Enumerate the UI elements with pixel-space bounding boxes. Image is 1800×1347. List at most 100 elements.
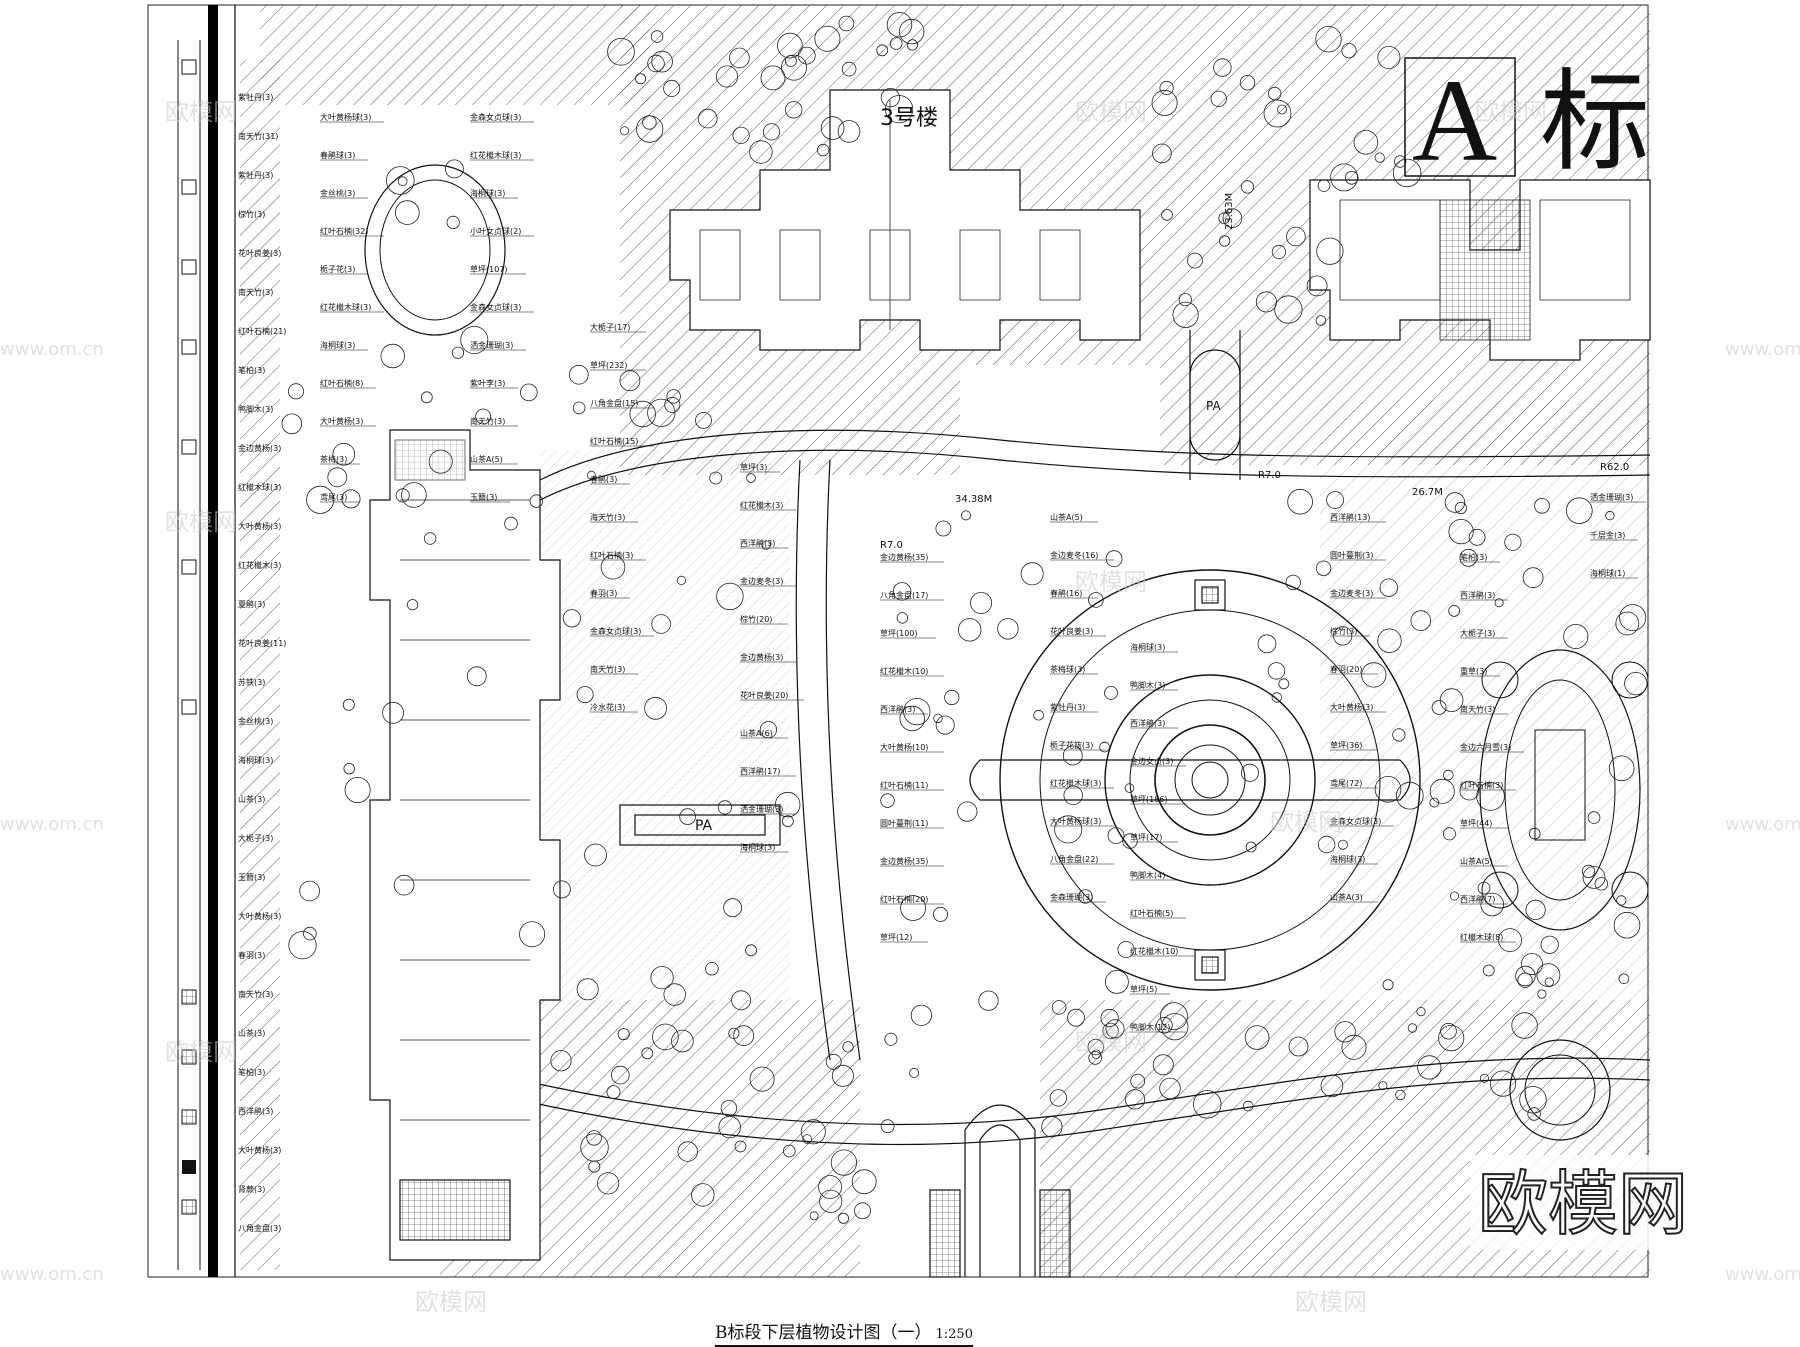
left-plant-label: 山茶(3)	[238, 794, 265, 804]
tree-symbol	[401, 482, 427, 508]
tree-symbol	[1213, 58, 1232, 77]
watermark-6: 欧模网	[1270, 808, 1342, 836]
plant-label: 西洋鹃(3)	[880, 704, 915, 714]
plant-label: 红叶石楠(11)	[880, 780, 928, 790]
plant-label: 草坪(100)	[880, 628, 918, 638]
tree-symbol	[666, 389, 681, 404]
plant-label: 洒金珊瑚(3)	[470, 340, 513, 350]
tree-symbol	[1187, 252, 1203, 269]
tree-symbol	[1613, 911, 1641, 939]
plant-label: 南天竹(3)	[590, 664, 625, 674]
left-plant-label: 苏铁(3)	[238, 677, 265, 687]
tree-symbol	[1078, 889, 1093, 904]
plant-label: 草坪(186)	[1130, 794, 1168, 804]
plant-label: 红花檵木球(3)	[1050, 778, 1101, 788]
plant-label: 大叶黄杨(10)	[880, 742, 928, 752]
left-plant-label: 红檵木球(3)	[238, 482, 281, 492]
tree-symbol	[1353, 130, 1379, 155]
tree-symbol	[1020, 562, 1044, 586]
plant-label: 西洋鹃(3)	[740, 538, 775, 548]
tree-symbol	[1520, 953, 1543, 976]
plant-label: 红叶石楠(8)	[320, 378, 363, 388]
plant-label: 西洋鹃(17)	[740, 766, 780, 776]
tree-symbol	[1152, 143, 1172, 164]
tree-symbol	[1054, 815, 1083, 844]
watermark-domain-3: www.om.cn	[0, 1264, 104, 1285]
tree-symbol	[1130, 1073, 1146, 1089]
plant-label: 千层金(3)	[1590, 530, 1625, 540]
tree-symbol	[460, 325, 489, 354]
plant-label: 红叶石楠(20)	[880, 894, 928, 904]
left-plant-label: 春羽(3)	[238, 950, 265, 960]
left-plant-label: 肾蕨(3)	[238, 1184, 265, 1194]
tree-symbol	[587, 470, 596, 480]
tree-symbol	[851, 1169, 877, 1195]
tree-symbol	[1377, 628, 1402, 653]
tree-symbol	[553, 880, 571, 899]
tree-symbol	[650, 30, 664, 43]
plant-label: 草坪(36)	[1330, 740, 1362, 750]
tree-symbol	[1087, 1038, 1105, 1056]
tree-symbol	[394, 200, 420, 225]
tree-symbol	[1361, 662, 1387, 688]
tree-symbol	[327, 467, 348, 488]
tree-symbol	[1063, 785, 1083, 806]
tree-symbol	[837, 120, 861, 143]
tree-symbol	[1619, 604, 1647, 632]
tree-symbol	[910, 1004, 933, 1026]
tree-symbol	[884, 95, 914, 124]
tree-symbol	[344, 777, 371, 804]
plant-label: 红花檵木(3)	[740, 500, 783, 510]
tree-symbol	[1396, 781, 1424, 810]
tree-symbol	[1410, 610, 1432, 631]
watermark-3: 欧模网	[1475, 98, 1547, 126]
tree-symbol	[1517, 972, 1533, 988]
watermark-2: 欧模网	[1075, 98, 1147, 126]
tree-symbol	[619, 126, 630, 136]
tree-symbol	[393, 874, 415, 896]
plant-label: 山茶A(5)	[470, 454, 503, 464]
tree-symbol	[428, 449, 453, 474]
tree-symbol	[1454, 501, 1468, 515]
tree-symbol	[1159, 80, 1174, 96]
tree-symbol	[1540, 935, 1559, 954]
tree-symbol	[1161, 209, 1173, 221]
tree-symbol	[475, 408, 492, 425]
left-plant-label: 紫牡丹(3)	[238, 170, 273, 180]
tree-symbol	[1511, 1012, 1538, 1039]
plant-label: 茶梅(3)	[320, 454, 347, 464]
plant-label: 紫叶李(3)	[470, 378, 505, 388]
plant-label: 棕竹(20)	[740, 614, 772, 624]
tree-symbol	[906, 39, 919, 51]
left-plant-label: 南天竹(3)	[238, 287, 273, 297]
tree-symbol	[775, 791, 801, 818]
tree-symbol	[1049, 1089, 1068, 1107]
left-plant-label: 大栀子(3)	[238, 833, 273, 843]
watermark-7: 欧模网	[165, 1038, 237, 1066]
tree-symbol	[1459, 548, 1478, 567]
plant-label: 西洋鹃(3)	[1460, 590, 1495, 600]
tree-symbol	[663, 79, 681, 97]
plant-label: 春鹃球(3)	[320, 150, 355, 160]
plant-label: 金森女贞球(3)	[1330, 816, 1381, 826]
plant-label: 金边黄杨(35)	[880, 856, 928, 866]
tree-symbol	[762, 123, 781, 141]
tree-symbol	[1442, 827, 1456, 841]
tree-symbol	[303, 926, 317, 941]
tree-symbol	[1494, 598, 1504, 608]
tree-symbol	[1156, 1016, 1173, 1034]
plant-label: 红花檵木(10)	[880, 666, 928, 676]
tree-symbol	[1594, 877, 1609, 891]
fountain-squares	[1194, 579, 1226, 981]
tree-symbol	[1210, 90, 1227, 107]
left-plant-label: 海桐球(3)	[238, 755, 273, 765]
tree-symbol	[1480, 892, 1504, 917]
zone-char: 标	[1540, 58, 1650, 186]
plant-label: 金丝桃(3)	[320, 188, 355, 198]
plant-label: 金边麦冬(3)	[1330, 588, 1373, 598]
tree-symbol	[818, 1175, 842, 1199]
tree-symbol	[1582, 866, 1606, 889]
tree-symbol	[1374, 152, 1385, 163]
tree-symbol	[342, 698, 355, 711]
tree-symbol	[880, 793, 895, 808]
